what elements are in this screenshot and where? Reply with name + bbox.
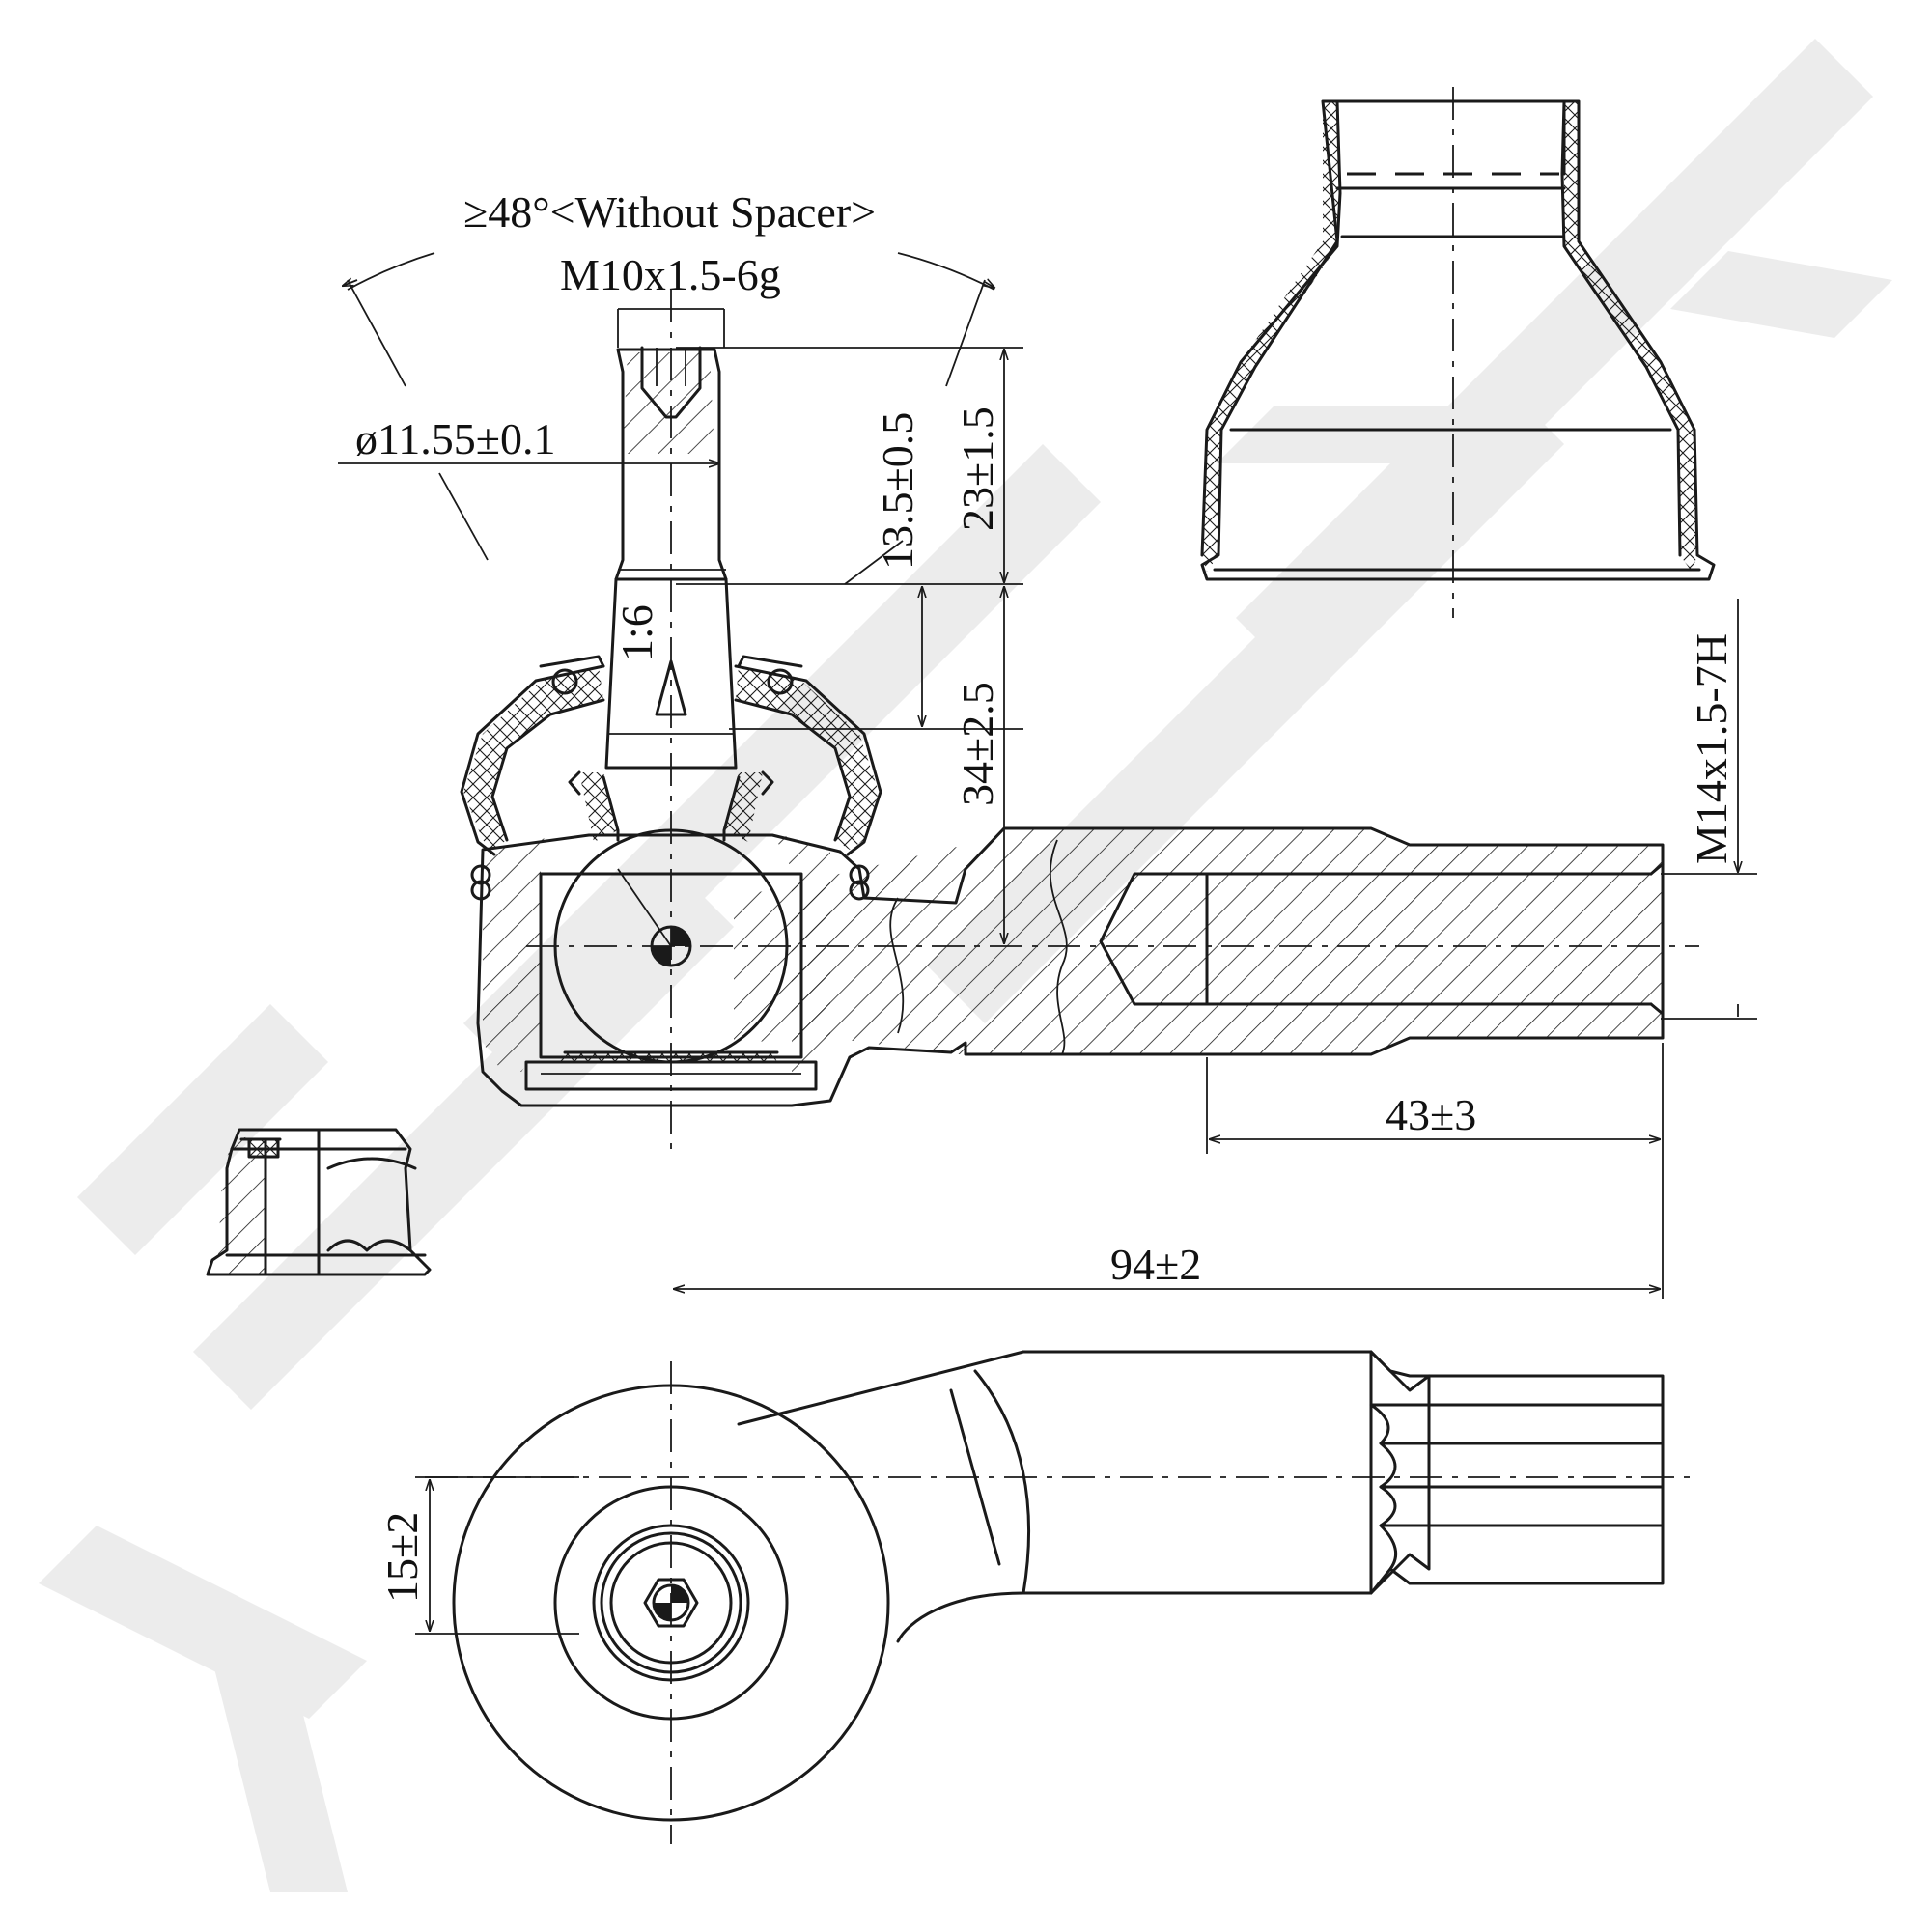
boot-wall-left-hatch	[1202, 101, 1340, 572]
dim-13-5-label: 13.5±0.5	[873, 412, 922, 570]
splined-end	[1369, 1350, 1665, 1595]
top-plan-view	[415, 1350, 1699, 1844]
stud-top-hatch	[623, 352, 714, 454]
break-line	[1049, 839, 1068, 1055]
taper-ratio-label: 1:6	[612, 604, 661, 661]
dust-boot-outline	[460, 664, 882, 856]
boot-ring-right	[767, 668, 794, 695]
housing-outline	[476, 826, 1665, 1107]
dim-43-label: 43±3	[1386, 1090, 1476, 1139]
side-section-view	[460, 290, 1699, 1159]
boot-wall-right-hatch	[1564, 101, 1697, 572]
stud-diameter-label: ø11.55±0.1	[355, 414, 556, 463]
dimension-labels: ≥48°<Without Spacer> M10x1.5-6g ø11.55±0…	[355, 187, 1736, 1603]
stud-thread-label: M10x1.5-6g	[560, 250, 781, 299]
dim-15-label: 15±2	[378, 1512, 427, 1603]
thread-bore	[1099, 872, 1209, 1006]
dust-boot-view	[1200, 87, 1716, 618]
lock-nut-view	[206, 1128, 432, 1276]
stud-shank	[614, 348, 728, 581]
nut-outline	[206, 1128, 432, 1276]
inner-thread-label: M14x1.5-7H	[1687, 633, 1736, 864]
angle-arc	[347, 252, 435, 291]
angle-label: ≥48°<Without Spacer>	[463, 187, 876, 237]
nut-section-hatch	[217, 1134, 266, 1274]
arm-section-hatch	[734, 828, 1663, 1054]
dust-boot-hatch	[463, 666, 603, 850]
dim-23-label: 23±1.5	[953, 406, 1002, 531]
socket-cavity	[539, 872, 803, 1059]
dim-94-label: 94±2	[1110, 1240, 1201, 1289]
boot-lower-ring-right	[849, 864, 870, 885]
dim-34-label: 34±2.5	[953, 682, 1002, 806]
stud-hex-tip	[643, 1578, 699, 1628]
boot-lower-ring-left	[470, 864, 491, 885]
boot-ring-left	[551, 668, 578, 695]
boot-outer-outline	[1200, 99, 1716, 581]
plan-outline	[896, 1350, 1431, 1643]
dimension-lines	[338, 252, 1757, 1299]
housing-hatch-left	[483, 832, 579, 1072]
